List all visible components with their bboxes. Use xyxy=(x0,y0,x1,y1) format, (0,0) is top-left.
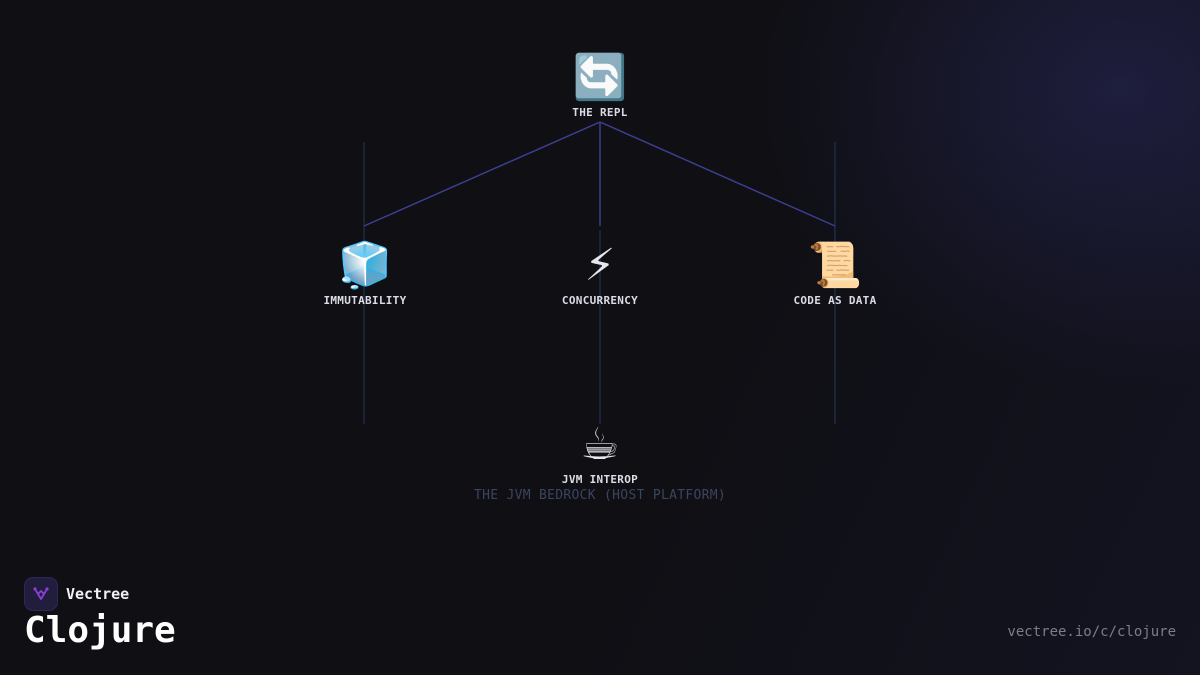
node-label-immutability: IMMUTABILITY xyxy=(323,294,407,307)
vectree-logo-icon xyxy=(24,577,58,611)
node-label-repl: THE REPL xyxy=(572,106,628,119)
scroll-icon: 📜 xyxy=(807,240,863,291)
lightning-icon: ⚡ xyxy=(584,240,616,291)
node-repl: 🔄 THE REPL xyxy=(500,52,700,119)
ice-cube-icon: 🧊 xyxy=(337,240,393,291)
page-url-link[interactable]: vectree.io/c/clojure xyxy=(1007,624,1176,640)
edge-repl-immutability xyxy=(363,121,601,227)
page-title: Clojure xyxy=(24,610,176,651)
node-jvm-interop: ☕ JVM INTEROP xyxy=(500,419,700,486)
node-label-concurrency: CONCURRENCY xyxy=(561,294,639,307)
hot-coffee-icon: ☕ xyxy=(580,419,620,470)
node-concurrency: ⚡ CONCURRENCY xyxy=(500,240,700,307)
node-immutability: 🧊 IMMUTABILITY xyxy=(265,240,465,307)
node-code-as-data: 📜 CODE AS DATA xyxy=(735,240,935,307)
foundation-label: THE JVM BEDROCK (HOST PLATFORM) xyxy=(474,488,726,503)
brand-name: Vectree xyxy=(66,585,130,603)
repeat-arrows-icon: 🔄 xyxy=(572,52,628,103)
node-label-code-as-data: CODE AS DATA xyxy=(793,294,877,307)
edge-repl-code-as-data xyxy=(599,121,836,227)
brand[interactable]: Vectree xyxy=(24,577,129,611)
node-label-jvm-interop: JVM INTEROP xyxy=(561,473,639,486)
